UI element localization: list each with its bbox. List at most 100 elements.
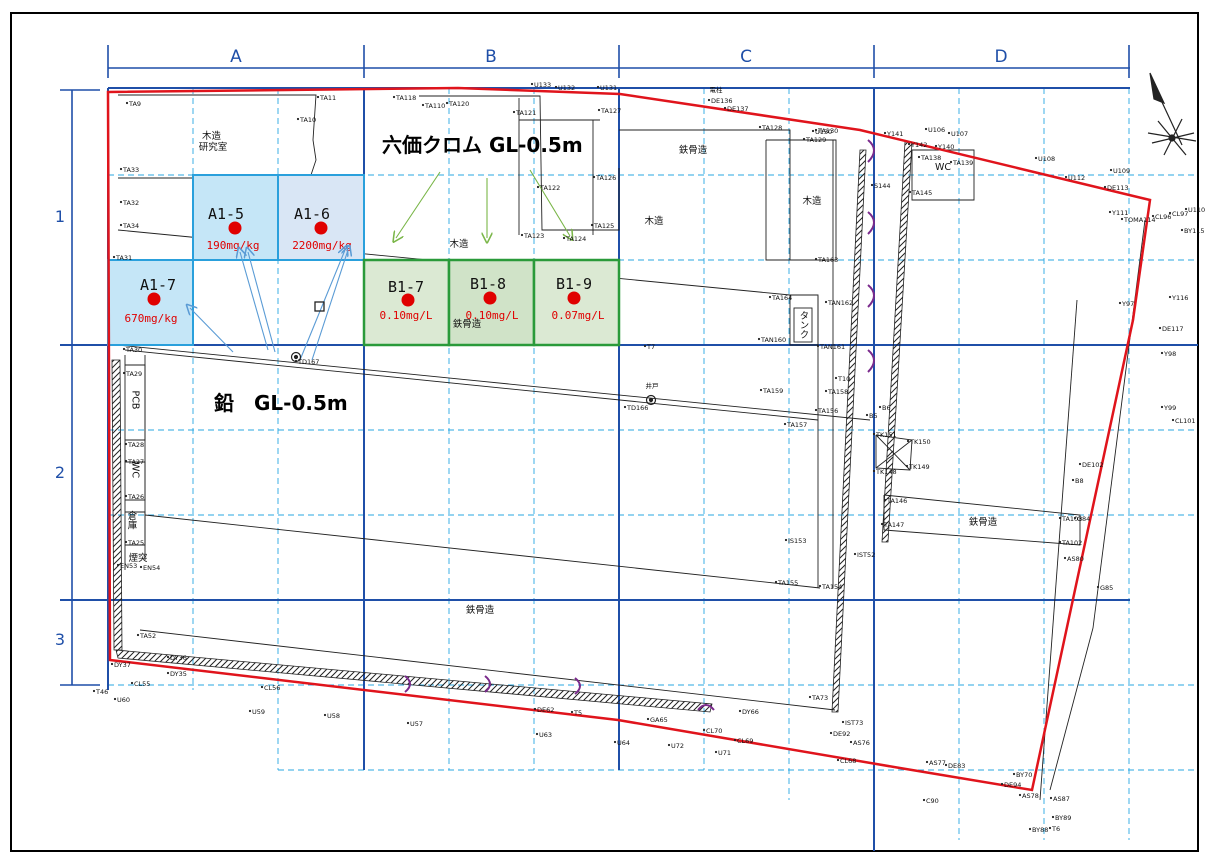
- survey-point-marker: [323, 713, 327, 717]
- building-label-steel-b: 鉄骨造: [453, 318, 482, 330]
- survey-point-marker: [1109, 168, 1113, 172]
- survey-point-marker: [1108, 210, 1112, 214]
- building-label-warehouse: 倉庫: [126, 510, 138, 531]
- survey-point-marker: [646, 717, 650, 721]
- sample-cell-labels: A1-5 190mg/kg A1-6 2200mg/kg A1-7 670mg/…: [125, 205, 605, 325]
- survey-point-label: U131: [600, 84, 617, 92]
- survey-point-label: TA33: [122, 166, 139, 174]
- survey-point-marker: [944, 763, 948, 767]
- wall-arcs: [404, 139, 875, 711]
- survey-point-label: TA118: [395, 94, 416, 102]
- survey-point-marker: [125, 101, 129, 105]
- survey-point-label: AS87: [1053, 795, 1070, 803]
- survey-point-marker: [113, 697, 117, 701]
- column-label-b: B: [485, 47, 497, 67]
- survey-point-label: TA163: [817, 256, 838, 264]
- survey-point-label: TA123: [523, 232, 544, 240]
- survey-point-marker: [714, 750, 718, 754]
- survey-point-label: B6: [882, 404, 891, 412]
- survey-point-marker: [947, 131, 951, 135]
- survey-point-marker: [1168, 295, 1172, 299]
- survey-point-label: TA52: [139, 632, 156, 640]
- building-labels: 木造 研究室 木造 鉄骨造 鉄骨造 木造 木造 鉄骨造 鉄骨造 WC PCB W…: [126, 85, 998, 616]
- survey-point-marker: [667, 743, 671, 747]
- survey-point-marker: [1071, 478, 1075, 482]
- survey-point-marker: [1160, 351, 1164, 355]
- row-label-3: 3: [55, 630, 65, 649]
- survey-point-marker: [1058, 540, 1062, 544]
- survey-point-label: U60: [117, 696, 130, 704]
- sample-dot-b1-7: [401, 293, 415, 307]
- survey-point-label: U59: [252, 708, 265, 716]
- survey-point-label: CL97: [1172, 210, 1188, 218]
- survey-point-marker: [530, 82, 534, 86]
- survey-point-marker: [512, 110, 516, 114]
- survey-point-marker: [834, 376, 838, 380]
- survey-point-label: BY88: [1032, 826, 1048, 834]
- survey-point-label: TA129: [805, 136, 826, 144]
- survey-point-marker: [811, 129, 815, 133]
- survey-point-label: TK149: [908, 463, 930, 471]
- sample-dot-b1-9: [567, 291, 581, 305]
- chromium-arrows: [396, 169, 570, 238]
- survey-point-label: TA154: [821, 583, 842, 591]
- survey-point-label: AS78: [1022, 792, 1039, 800]
- survey-point-marker: [768, 295, 772, 299]
- survey-point-marker: [802, 137, 806, 141]
- survey-point-marker: [1160, 405, 1164, 409]
- building-label-wooden-b: 木造: [449, 238, 469, 250]
- survey-point-label: DE102: [1082, 461, 1104, 469]
- survey-point-marker: [445, 101, 449, 105]
- site-boundary: [106, 86, 1152, 792]
- survey-point-marker: [924, 127, 928, 131]
- survey-point-marker: [92, 689, 96, 693]
- building-label-wooden-lab-1: 木造: [202, 130, 222, 142]
- survey-point-label: U58: [327, 712, 340, 720]
- survey-point-label: DY35: [170, 670, 187, 678]
- survey-point-marker: [520, 233, 524, 237]
- survey-point-marker: [814, 128, 818, 132]
- survey-point-marker: [723, 106, 727, 110]
- survey-point-label: U106: [928, 126, 945, 134]
- survey-point-label: DE137: [727, 105, 749, 113]
- survey-point-marker: [1049, 796, 1053, 800]
- survey-point-label: IS153: [788, 537, 806, 545]
- cell-id-a1-5: A1-5: [208, 205, 244, 223]
- survey-point-label: T6: [1051, 825, 1060, 833]
- cell-value-b1-9: 0.07mg/L: [552, 309, 605, 322]
- survey-point-marker: [597, 108, 601, 112]
- survey-point-label: TA31: [115, 254, 132, 262]
- survey-point-marker: [907, 142, 911, 146]
- column-ruler: [107, 45, 1130, 78]
- survey-point-marker: [1028, 827, 1032, 831]
- row-label-1: 1: [55, 207, 65, 226]
- survey-point-marker: [533, 707, 537, 711]
- survey-point-label: G85: [1100, 584, 1113, 592]
- building-label-steel-row3: 鉄骨造: [466, 604, 495, 616]
- survey-point-label: U110: [1188, 206, 1205, 214]
- sample-dot-a1-5: [228, 221, 242, 235]
- survey-point-label: Y97: [1121, 300, 1134, 308]
- survey-point-label: CL69: [737, 737, 753, 745]
- survey-point-marker: [392, 95, 396, 99]
- survey-point-marker: [841, 720, 845, 724]
- survey-point-label: TA125: [593, 222, 614, 230]
- survey-point-marker: [880, 522, 884, 526]
- survey-point-label: IST52: [857, 551, 875, 559]
- cell-value-a1-6: 2200mg/kg: [292, 239, 352, 252]
- survey-point-label: TA9: [128, 100, 141, 108]
- survey-point-label: U133: [534, 81, 551, 89]
- survey-point-label: TAN160: [760, 336, 786, 344]
- survey-point-label: TA110: [424, 102, 445, 110]
- survey-point-marker: [917, 155, 921, 159]
- survey-point-label: TA26: [127, 493, 144, 501]
- survey-point-label: TK151: [875, 431, 897, 439]
- survey-point-marker: [922, 798, 926, 802]
- survey-point-marker: [774, 580, 778, 584]
- survey-point-marker: [1064, 175, 1068, 179]
- survey-point-label: TA159: [762, 387, 783, 395]
- survey-point-marker: [119, 223, 123, 227]
- survey-point-marker: [1051, 815, 1055, 819]
- survey-point-label: CL68: [840, 757, 856, 765]
- survey-point-label: DE117: [1162, 325, 1184, 333]
